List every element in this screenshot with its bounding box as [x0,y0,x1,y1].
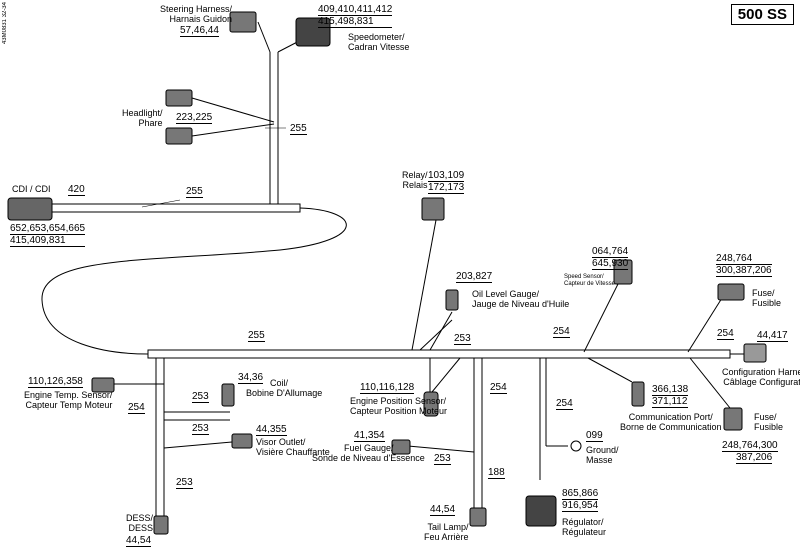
speed-sensor-label: Speed Sensor/Capteur de Vitesse [564,274,615,287]
temp-sensor-icon [91,377,115,393]
cdi-label: CDI / CDI [12,184,51,194]
headlight-connector-icon [165,89,193,107]
cdi-module-icon [7,197,53,221]
fuel-gauge-label: Fuel Gauge/Sonde de Niveau d'Essence [312,443,425,463]
wire-number: 255 [290,123,307,135]
wire-number: 253 [192,391,209,403]
fuse-top-label: Fuse/Fusible [752,288,782,308]
visor-ref: 44,355 [256,424,287,436]
visor-label: Visor Outlet/Visière Chauffante [256,437,330,457]
ground-ref: 099 [586,430,603,442]
headlight-ref: 223,225 [176,112,213,124]
fuse-holder-icon [723,407,743,431]
coil-label: Coil/Bobine D'Allumage [246,378,323,398]
steering-ref: 57,46,44 [180,25,219,37]
fuel-gauge-connector-icon [391,439,411,455]
wire-number: 254 [717,328,734,340]
dess-ref: 44,54 [126,535,152,547]
tail-lamp-label: Tail Lamp/Feu Arrière [424,522,469,542]
engine-position-label: Engine Position Sensor/Capteur Position … [350,396,448,416]
main-trunk [147,349,731,359]
fuel-gauge-ref: 41,354 [354,430,385,442]
headlight-label: Headlight/Phare [122,108,163,128]
coil-connector-icon [221,383,235,407]
steering-connector-icon [229,11,257,33]
engine-position-ref: 110,116,128 [360,382,415,394]
visor-outlet-icon [231,433,253,449]
oil-ref: 203,827 [456,271,493,283]
dess-label: DESS/DESS [126,513,154,533]
steering-label: Steering Harness/Harnais Guidon [160,4,233,24]
ground-terminal-icon [570,440,582,452]
temp-label: Engine Temp. Sensor/Capteur Temp Moteur [24,390,113,410]
comm-port-label: Communication Port/Borne de Communicatio… [620,412,722,432]
wire-number: 253 [192,423,209,435]
speed-sensor-icon [613,259,633,285]
drawing-code: 43M0831 32-34 [2,2,8,45]
temp-ref: 110,126,358 [28,376,83,388]
relay-label: Relay/Relais [402,170,428,190]
regulator-label: Régulator/Régulateur [562,517,607,537]
wire-number: 255 [186,186,203,198]
wire-number: 253 [176,477,193,489]
dess-connector-icon [153,515,169,535]
relay-connector-icon [421,197,445,221]
wire-number: 188 [488,467,505,479]
speedometer-connector-icon [295,17,331,47]
ground-label: Ground/Masse [586,445,619,465]
wire-number: 254 [128,402,145,414]
fuse-bottom-label: Fuse/Fusible [754,412,784,432]
headlight-connector-icon [165,127,193,145]
tail-lamp-ref: 44,54 [430,504,456,516]
fuse-holder-icon [717,283,745,301]
wire-number: 254 [553,326,570,338]
config-label: Configuration Harness/Câblage Configurat… [722,367,800,387]
config-ref: 44,417 [757,330,788,342]
oil-sensor-icon [445,289,459,311]
wire-number: 254 [556,398,573,410]
communication-port-icon [631,381,645,407]
wire-number: 253 [434,453,451,465]
oil-label: Oil Level Gauge/Jauge de Niveau d'Huile [472,289,570,309]
tail-lamp-connector-icon [469,507,487,527]
engine-position-sensor-icon [423,391,439,417]
regulator-connector-icon [525,495,557,527]
wire-number: 253 [454,333,471,345]
coil-ref: 34,36 [238,372,264,384]
config-connector-icon [743,343,767,363]
cdi-num: 420 [68,184,85,196]
speedometer-label: Speedometer/Cadran Vitesse [348,32,410,52]
wire-number: 255 [248,330,265,342]
model-badge: 500 SS [730,4,794,25]
wire-number: 254 [490,382,507,394]
